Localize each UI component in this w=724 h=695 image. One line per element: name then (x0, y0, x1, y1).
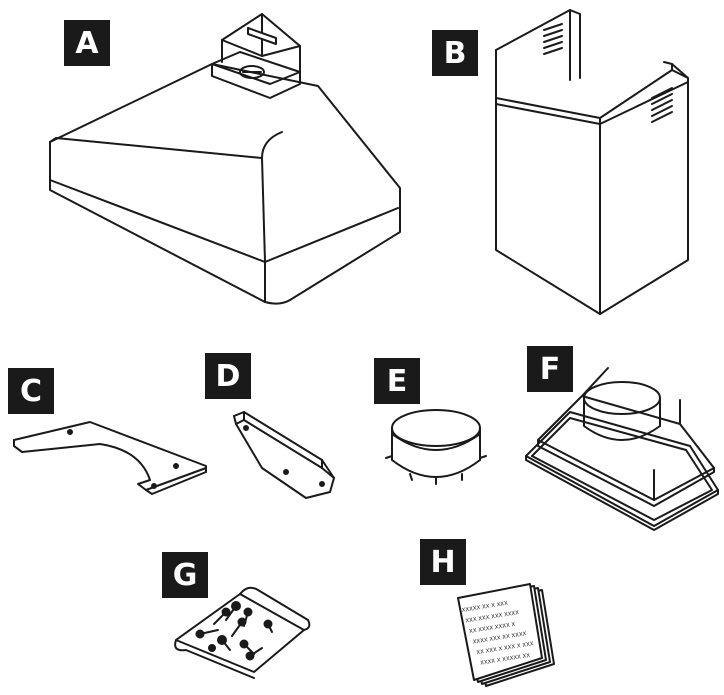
mounting-bracket-illustration (233, 411, 335, 499)
label-support-bracket: C (8, 368, 54, 414)
chimney-covers-illustration (495, 9, 689, 315)
label-manual: H (420, 539, 466, 585)
support-bracket-illustration (13, 421, 207, 495)
duct-ring-illustration (385, 409, 487, 485)
label-mounting-bracket: D (205, 353, 251, 399)
manual-line: XXXX X XXXXX XX (480, 653, 531, 667)
hardware-bag-illustration (174, 586, 311, 679)
label-duct-adapter: F (527, 346, 573, 392)
label-chimney-covers: B (432, 30, 478, 76)
label-duct-ring: E (374, 358, 420, 404)
duct-adapter-illustration (525, 367, 719, 531)
label-hardware-pack: G (162, 552, 208, 598)
manual-illustration (457, 583, 555, 687)
hood-canopy-illustration (49, 13, 401, 305)
label-hood-body: A (64, 20, 110, 66)
